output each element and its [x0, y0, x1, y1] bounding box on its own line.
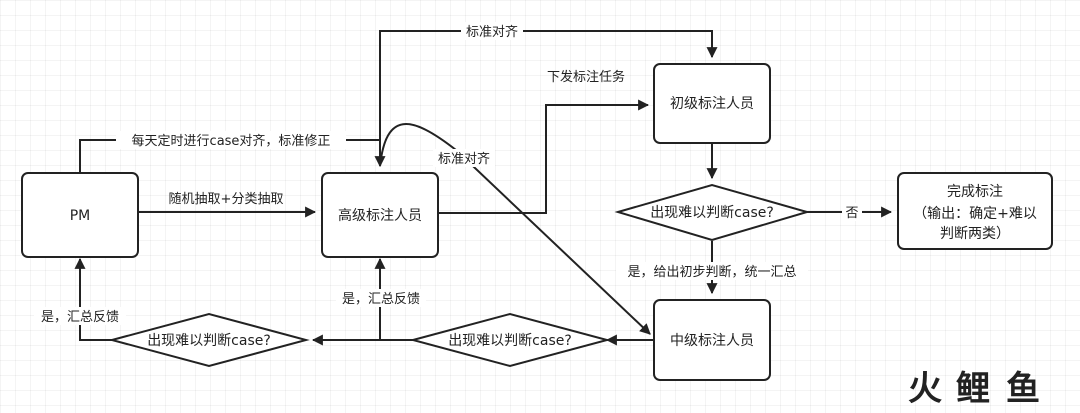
edge-label-yes-feedback-left: 是，汇总反馈 [41, 310, 119, 325]
edge-label-daily-align: 每天定时进行case对齐，标准修正 [132, 133, 331, 149]
node-senior-label: 高级标注人员 [338, 207, 422, 224]
node-done-line2: 判断两类） [940, 226, 1010, 242]
edge-label-yes-feedback-mid: 是，汇总反馈 [342, 292, 420, 307]
node-decision-left: 出现难以判断case? [108, 312, 310, 368]
edge-decision-left-to-pm [74, 257, 112, 341]
watermark-logo: 火 鲤 鱼 [908, 369, 1042, 409]
node-junior-label: 初级标注人员 [670, 95, 754, 112]
node-senior: 高级标注人员 [321, 172, 439, 258]
edge-label-std-align-top: 标准对齐 [466, 24, 518, 40]
node-decision-right-label: 出现难以判断case? [650, 205, 774, 221]
node-done: 完成标注 （输出：确定+难以 判断两类） [897, 172, 1053, 250]
edge-label-random-sample: 随机抽取+分类抽取 [169, 192, 284, 207]
node-decision-mid-label: 出现难以判断case? [448, 333, 572, 349]
edge-label-std-align-cross: 标准对齐 [438, 151, 490, 167]
node-decision-left-label: 出现难以判断case? [147, 333, 271, 349]
node-junior: 初级标注人员 [653, 63, 771, 144]
watermark-char-3: 鱼 [1006, 369, 1042, 409]
edge-senior-to-middle-align [379, 123, 651, 335]
edge-senior-to-junior-assign [438, 99, 650, 214]
watermark-char-2: 鲤 [956, 369, 992, 409]
edge-label-no: 否 [845, 206, 858, 221]
node-decision-right: 出现难以判断case? [614, 183, 811, 242]
node-decision-mid: 出现难以判断case? [409, 312, 611, 368]
edge-label-assign-task: 下发标注任务 [547, 69, 625, 85]
edge-senior-to-junior-align [379, 30, 718, 140]
edge-label-yes-summary: 是，给出初步判断，统一汇总 [627, 265, 796, 280]
node-pm: PM [21, 172, 139, 258]
watermark-char-1: 火 [908, 369, 944, 409]
node-done-title: 完成标注 [947, 184, 1003, 200]
node-middle-label: 中级标注人员 [670, 333, 754, 349]
node-pm-label: PM [70, 208, 91, 224]
node-done-line1: （输出：确定+难以 [913, 206, 1037, 222]
node-middle: 中级标注人员 [653, 299, 771, 381]
